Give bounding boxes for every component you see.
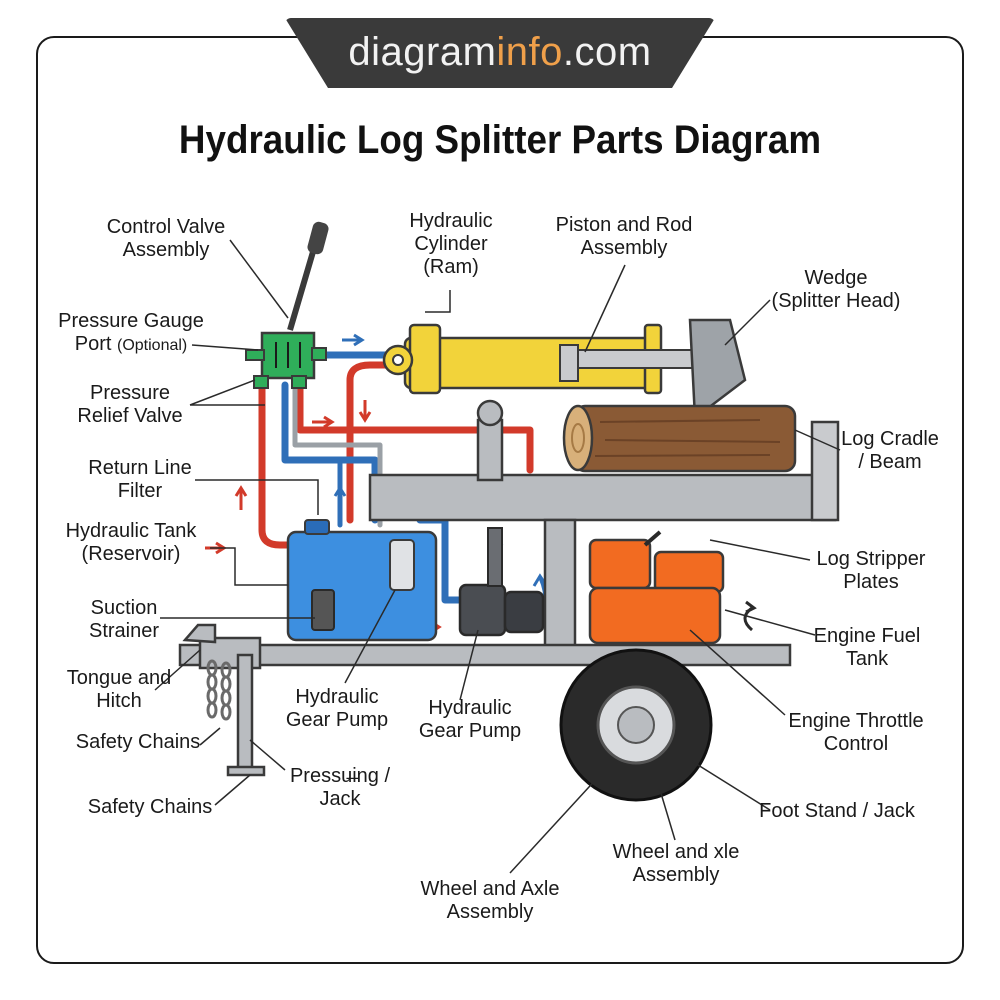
pressure-line-2 — [296, 376, 534, 474]
label-safety-chains-1: Safety Chains — [75, 731, 201, 753]
log-body — [573, 404, 797, 473]
label-log-cradle: Log Cradle/ Beam — [841, 428, 939, 473]
label-hydraulic-tank: Hydraulic Tank(Reservoir) — [65, 520, 197, 565]
piston-rod — [577, 349, 699, 369]
label-wedge: Wedge(Splitter Head) — [771, 267, 901, 312]
trailer-frame — [178, 643, 792, 667]
center-post — [543, 518, 577, 652]
pressure-line-3 — [346, 361, 399, 524]
label-pressure-gauge-port: Pressure Gauge Port (Optional) — [58, 310, 204, 355]
label-pressuring-jack: Pressu̶ing /Jack — [289, 765, 391, 810]
jack-foot — [226, 765, 266, 777]
hitch-coupler — [182, 623, 217, 644]
piston-head — [559, 344, 579, 382]
engine-upper — [588, 538, 652, 590]
suction-strainer — [311, 589, 335, 631]
engine-block — [588, 586, 722, 645]
log-end — [562, 404, 594, 472]
jack-post — [236, 653, 254, 772]
site-banner — [285, 18, 715, 88]
label-foot-stand: Foot Stand / Jack — [759, 800, 915, 822]
pressure-line-1 — [258, 381, 304, 549]
splitter-wedge — [688, 318, 747, 421]
cylinder-end-cap — [408, 323, 442, 395]
site-logo[interactable]: diagraminfo.com — [348, 30, 652, 74]
main-beam — [368, 473, 837, 522]
label-safety-chains-2: Safety Chains — [87, 796, 213, 818]
log-cradle-plate — [810, 420, 840, 522]
return-filter — [389, 539, 415, 591]
safety-chains — [206, 659, 232, 721]
gear-pump — [458, 583, 507, 637]
pull-start-arrow — [743, 600, 757, 632]
beam-support-post — [476, 418, 504, 482]
diagram-title: Hydraulic Log Splitter Parts Diagram — [178, 118, 822, 162]
leader-lines — [154, 239, 841, 874]
tank-filler-cap — [304, 519, 330, 535]
engine-fuel-tank — [653, 550, 725, 594]
